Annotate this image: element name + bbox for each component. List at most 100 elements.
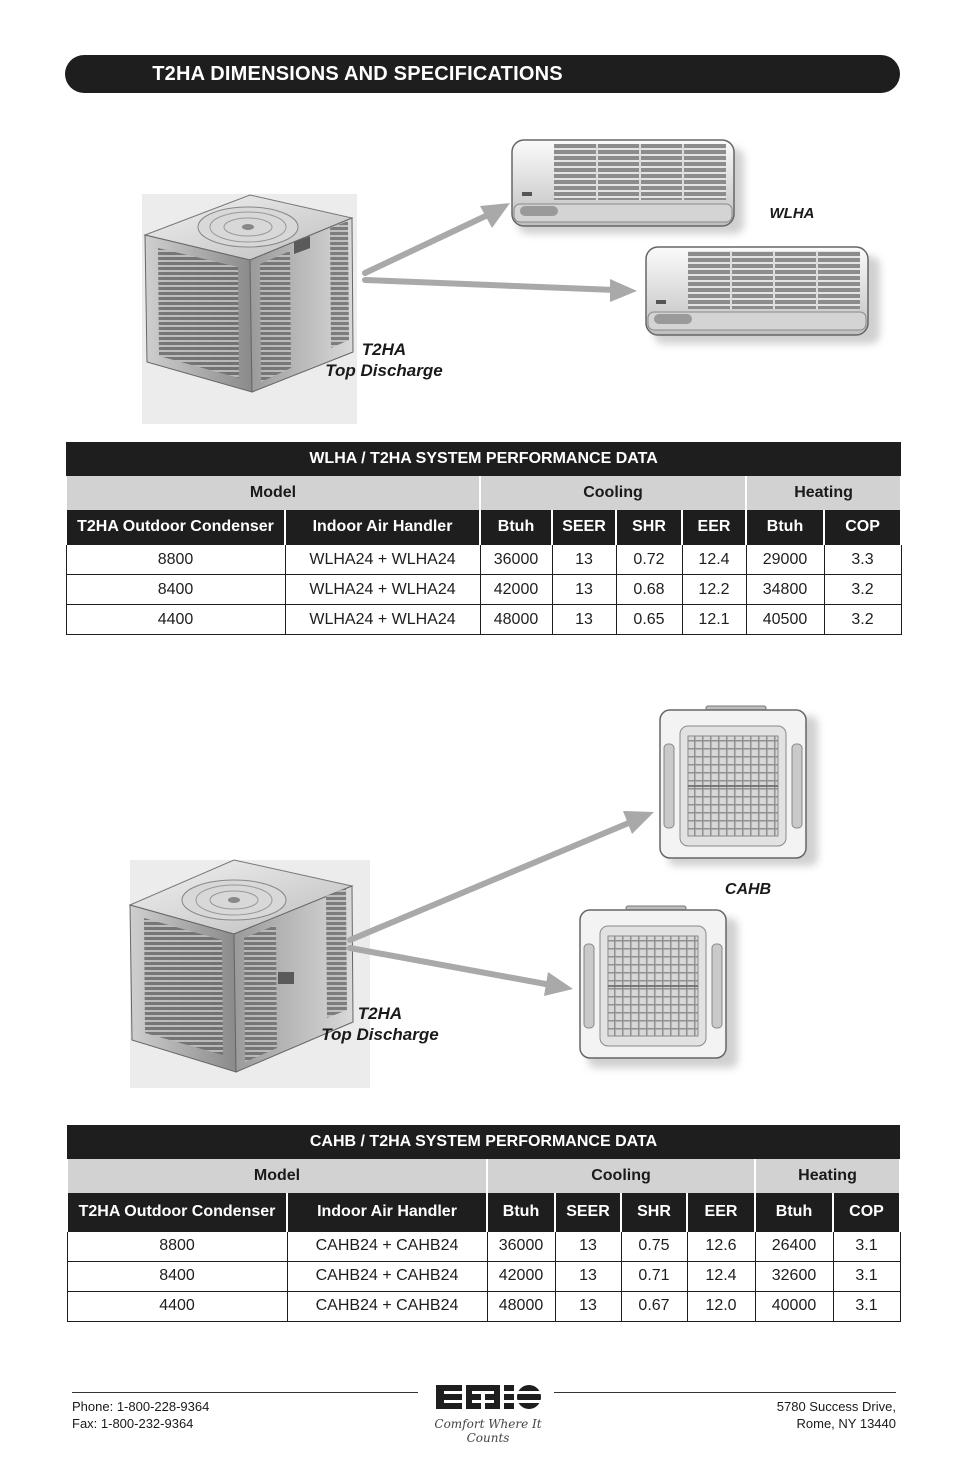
cahb-system-illustration (128, 705, 818, 1088)
table-cell: 48000 (486, 1290, 556, 1322)
footer-fax: Fax: 1-800-232-9364 (72, 1416, 194, 1431)
table-row: 8800 CAHB24 + CAHB24 36000 13 0.75 12.6 … (66, 1230, 901, 1262)
table2-group-model: Model (66, 1159, 488, 1193)
table-cell: 0.65 (615, 604, 683, 635)
table2-col-air-handler: Indoor Air Handler (286, 1193, 488, 1231)
table-cell: 34800 (745, 574, 825, 605)
table2-col-cop: COP (831, 1193, 902, 1231)
table1-col-cop: COP (822, 510, 903, 545)
table-cell: 13 (551, 574, 617, 605)
table-cell: WLHA24 + WLHA24 (284, 544, 481, 575)
table2-group-row: Model Cooling Heating (66, 1159, 902, 1193)
table-cell: 42000 (479, 574, 553, 605)
table1-group-cooling: Cooling (479, 476, 747, 510)
table-cell: 0.72 (615, 544, 683, 575)
table1-col-condenser: T2HA Outdoor Condenser (65, 510, 286, 545)
table1-title-row: WLHA / T2HA SYSTEM PERFORMANCE DATA (66, 442, 902, 476)
table-cell: 3.2 (823, 604, 902, 635)
table-cell: 12.0 (686, 1290, 756, 1322)
table2-title-row: CAHB / T2HA SYSTEM PERFORMANCE DATA (67, 1125, 901, 1159)
emi-logo: Comfort Where It Counts (418, 1382, 558, 1445)
table-cell: 12.1 (681, 604, 747, 635)
table2-group-cooling: Cooling (486, 1159, 756, 1193)
table2-col-shr: SHR (620, 1193, 688, 1231)
t2ha-condenser-unit (128, 859, 354, 1073)
condenser-caption-1-line1: T2HA (361, 340, 407, 359)
table-cell: 13 (554, 1260, 622, 1292)
wlha-caption: WLHA (769, 205, 815, 222)
table-cell: 13 (554, 1290, 622, 1322)
table1-col-heating-btuh: Btuh (745, 510, 825, 545)
table-cell: WLHA24 + WLHA24 (284, 574, 481, 605)
footer-divider-right (554, 1392, 896, 1393)
footer-phone: Phone: 1-800-228-9364 (72, 1399, 210, 1414)
cahb-caption: CAHB (724, 881, 772, 898)
wlha-system-illustration (142, 139, 880, 424)
cahb-cassette-unit-lower (579, 905, 738, 1068)
table-cell: 3.1 (832, 1290, 901, 1322)
footer-divider-left (72, 1392, 418, 1393)
footer-contact: Phone: 1-800-228-9364 Fax: 1-800-232-936… (72, 1398, 209, 1432)
t2ha-condenser-unit (143, 194, 354, 393)
table-cell: 26400 (754, 1230, 834, 1262)
page-title: T2HA DIMENSIONS AND SPECIFICATIONS (152, 63, 563, 85)
table1-title: WLHA / T2HA SYSTEM PERFORMANCE DATA (66, 442, 902, 476)
table-cell: 12.6 (686, 1230, 756, 1262)
table1-col-air-handler: Indoor Air Handler (284, 510, 481, 545)
condenser-caption-1: T2HA Top Discharge (304, 339, 464, 381)
table-cell: CAHB24 + CAHB24 (286, 1260, 488, 1292)
page-title-bar: T2HA DIMENSIONS AND SPECIFICATIONS (65, 55, 900, 93)
emi-logo-mark (436, 1385, 542, 1409)
table-cell: 4400 (66, 1290, 288, 1322)
cahb-performance-table: CAHB / T2HA SYSTEM PERFORMANCE DATA Mode… (66, 1125, 902, 1322)
table2-col-seer: SEER (554, 1193, 622, 1231)
table2-col-eer: EER (686, 1193, 756, 1231)
table-cell: 12.2 (681, 574, 747, 605)
table1-col-eer: EER (681, 510, 747, 545)
condenser-caption-2-line1: T2HA (357, 1004, 403, 1023)
table-cell: 3.1 (832, 1230, 901, 1262)
table-cell: 8800 (65, 544, 286, 575)
table-cell: 0.67 (620, 1290, 688, 1322)
table-row: 8800 WLHA24 + WLHA24 36000 13 0.72 12.4 … (65, 544, 902, 575)
condenser-caption-1-line2: Top Discharge (325, 361, 443, 380)
emi-logo-wordmark (436, 1385, 542, 1409)
table-cell: 8400 (66, 1260, 288, 1292)
footer-address-line1: 5780 Success Drive, (776, 1399, 896, 1414)
table1-group-model: Model (65, 476, 481, 510)
table2-col-cooling-btuh: Btuh (486, 1193, 556, 1231)
table1-col-seer: SEER (551, 510, 617, 545)
table-row: 8400 WLHA24 + WLHA24 42000 13 0.68 12.2 … (65, 574, 902, 605)
table-cell: 40500 (745, 604, 825, 635)
cahb-cassette-unit-upper (659, 705, 818, 866)
table-cell: 3.1 (832, 1260, 901, 1292)
table1-col-cooling-btuh: Btuh (479, 510, 553, 545)
table-cell: 36000 (479, 544, 553, 575)
table-row: 4400 WLHA24 + WLHA24 48000 13 0.65 12.1 … (65, 604, 902, 635)
table-row: 4400 CAHB24 + CAHB24 48000 13 0.67 12.0 … (66, 1290, 901, 1322)
table-cell: 3.2 (823, 574, 902, 605)
table-cell: CAHB24 + CAHB24 (286, 1290, 488, 1322)
table-cell: 12.4 (686, 1260, 756, 1292)
condenser-caption-2-line2: Top Discharge (321, 1025, 439, 1044)
wlha-wall-unit-lower (645, 246, 880, 344)
figure-cahb-system (126, 700, 846, 1092)
table2-col-heating-btuh: Btuh (754, 1193, 834, 1231)
table-cell: 4400 (65, 604, 286, 635)
table-cell: 8800 (66, 1230, 288, 1262)
table-cell: 42000 (486, 1260, 556, 1292)
airflow-arrows (347, 811, 654, 996)
table-cell: 0.71 (620, 1260, 688, 1292)
table-cell: 13 (551, 544, 617, 575)
table1-group-row: Model Cooling Heating (65, 476, 903, 510)
table1-header-row: T2HA Outdoor Condenser Indoor Air Handle… (65, 510, 903, 545)
table-cell: 3.3 (823, 544, 902, 575)
footer-address: 5780 Success Drive, Rome, NY 13440 (777, 1398, 896, 1432)
table-cell: CAHB24 + CAHB24 (286, 1230, 488, 1262)
table-cell: 0.75 (620, 1230, 688, 1262)
airflow-arrows (362, 203, 637, 302)
table2-col-condenser: T2HA Outdoor Condenser (66, 1193, 288, 1231)
table-cell: 29000 (745, 544, 825, 575)
table-cell: WLHA24 + WLHA24 (284, 604, 481, 635)
wlha-performance-table: WLHA / T2HA SYSTEM PERFORMANCE DATA Mode… (65, 442, 903, 635)
